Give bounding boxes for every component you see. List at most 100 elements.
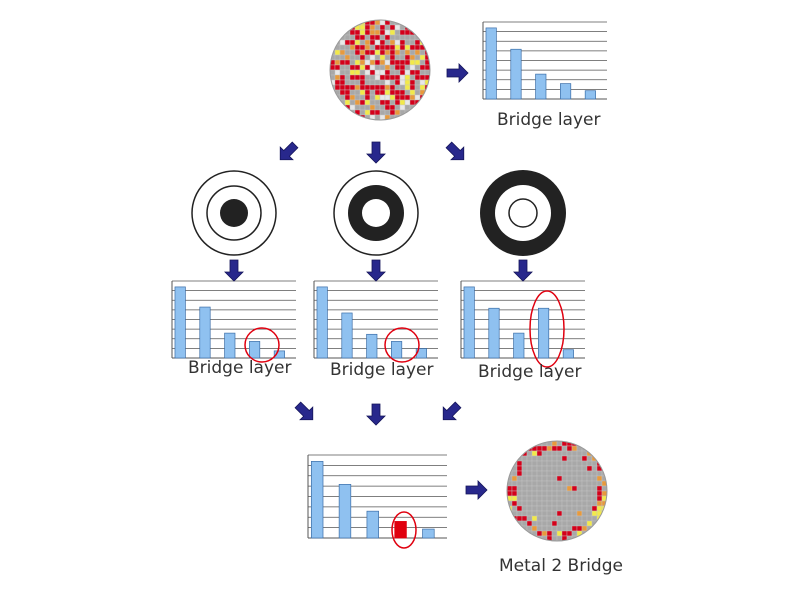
die: [526, 450, 533, 457]
die: [586, 510, 593, 517]
die: [566, 510, 573, 517]
die: [561, 490, 568, 497]
die: [344, 54, 351, 61]
die: [576, 525, 583, 532]
die: [531, 505, 538, 512]
die: [394, 69, 401, 76]
die: [536, 460, 543, 467]
die: [546, 445, 553, 452]
die: [551, 530, 558, 537]
die: [364, 79, 371, 86]
die: [516, 510, 523, 517]
die: [556, 500, 563, 507]
die: [374, 20, 381, 26]
die: [389, 29, 396, 36]
center-chart-label: Bridge layer: [330, 360, 434, 380]
die: [521, 500, 528, 507]
die: [394, 104, 401, 111]
die: [546, 490, 553, 497]
die: [581, 465, 588, 472]
die: [359, 94, 366, 101]
die: [394, 59, 401, 66]
die: [399, 89, 406, 96]
die: [404, 59, 411, 66]
die: [561, 470, 568, 477]
die: [536, 490, 543, 497]
die: [591, 480, 598, 487]
die: [354, 84, 361, 91]
die: [581, 485, 588, 492]
die: [364, 29, 371, 36]
die: [354, 104, 361, 111]
die: [576, 480, 583, 487]
die: [561, 475, 568, 482]
die: [359, 79, 366, 86]
die: [536, 450, 543, 457]
die: [394, 39, 401, 46]
die: [541, 530, 548, 537]
die: [556, 530, 563, 537]
die: [526, 465, 533, 472]
die: [374, 114, 381, 120]
die: [541, 510, 548, 517]
die: [404, 39, 411, 46]
die: [369, 39, 376, 46]
die: [409, 34, 416, 41]
die: [586, 490, 593, 497]
highlight-circle: [391, 511, 417, 549]
die: [409, 59, 416, 66]
die: [571, 530, 578, 537]
die: [561, 530, 568, 537]
die: [591, 505, 598, 512]
die: [541, 460, 548, 467]
die: [379, 114, 386, 120]
arrow-icon: [513, 259, 533, 282]
die: [379, 54, 386, 61]
die: [344, 39, 351, 46]
die: [531, 465, 538, 472]
die: [536, 475, 543, 482]
die: [339, 84, 346, 91]
die: [586, 500, 593, 507]
die: [546, 500, 553, 507]
die: [536, 485, 543, 492]
die: [389, 39, 396, 46]
die: [379, 39, 386, 46]
die: [394, 49, 401, 56]
bar: [485, 27, 497, 100]
bar-chart-inner-zone: [171, 280, 296, 363]
arrow-icon: [465, 480, 488, 500]
die: [339, 79, 346, 86]
die: [596, 495, 603, 502]
right-chart-label: Bridge layer: [478, 362, 582, 382]
die: [536, 520, 543, 527]
die: [516, 505, 523, 512]
die: [571, 475, 578, 482]
die: [414, 59, 421, 66]
die: [596, 500, 603, 507]
die: [516, 495, 523, 502]
die: [546, 455, 553, 462]
die: [364, 69, 371, 76]
die: [586, 505, 593, 512]
die: [531, 475, 538, 482]
die: [586, 480, 593, 487]
die: [384, 104, 391, 111]
die: [349, 74, 356, 81]
die: [354, 89, 361, 96]
die: [339, 74, 346, 81]
die: [379, 34, 386, 41]
die: [591, 485, 598, 492]
die: [389, 49, 396, 56]
die: [349, 84, 356, 91]
die: [561, 480, 568, 487]
die: [511, 490, 518, 497]
die: [586, 455, 593, 462]
die: [384, 79, 391, 86]
die: [551, 485, 558, 492]
die: [561, 510, 568, 517]
die: [556, 441, 563, 447]
die: [571, 510, 578, 517]
die: [541, 525, 548, 532]
